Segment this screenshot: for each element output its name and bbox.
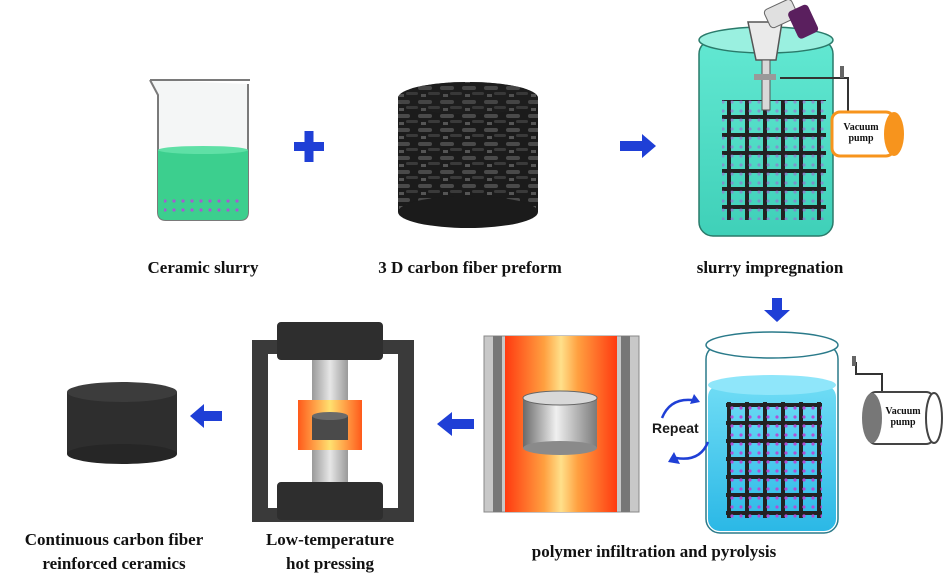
vacuum-pump-bottom-label-1: Vacuum	[885, 406, 921, 417]
label-preform: 3 D carbon fiber preform	[378, 258, 562, 277]
vacuum-pump-bottom-label-2: pump	[890, 417, 916, 428]
plus-icon	[294, 131, 324, 162]
arrow-left-icon	[437, 412, 474, 436]
furnace-illustration	[483, 335, 640, 513]
hot-press-illustration	[252, 322, 414, 522]
repeat-label: Repeat	[652, 420, 699, 436]
label-impregnation: slurry impregnation	[696, 258, 844, 277]
label-hot-pressing-2: hot pressing	[285, 554, 374, 573]
arrow-right-icon	[620, 134, 656, 158]
preform-illustration	[398, 82, 538, 228]
label-pip: polymer infiltration and pyrolysis	[531, 542, 777, 561]
label-ceramic-slurry: Ceramic slurry	[147, 258, 259, 277]
label-product-1: Continuous carbon fiber	[24, 530, 204, 549]
vacuum-pump-top-label-2: pump	[848, 133, 874, 144]
label-product-2: reinforced ceramics	[42, 554, 186, 573]
label-hot-pressing-1: Low-temperature	[265, 530, 395, 549]
product-cylinder	[67, 382, 177, 464]
impregnation-tank	[698, 0, 904, 237]
repeat-cycle-icon	[660, 394, 710, 464]
vacuum-pump-top-label-1: Vacuum	[843, 122, 879, 133]
arrow-left-icon	[190, 404, 222, 428]
arrow-down-icon	[764, 298, 790, 322]
beaker-illustration	[149, 79, 250, 221]
infiltration-tank	[705, 331, 943, 534]
